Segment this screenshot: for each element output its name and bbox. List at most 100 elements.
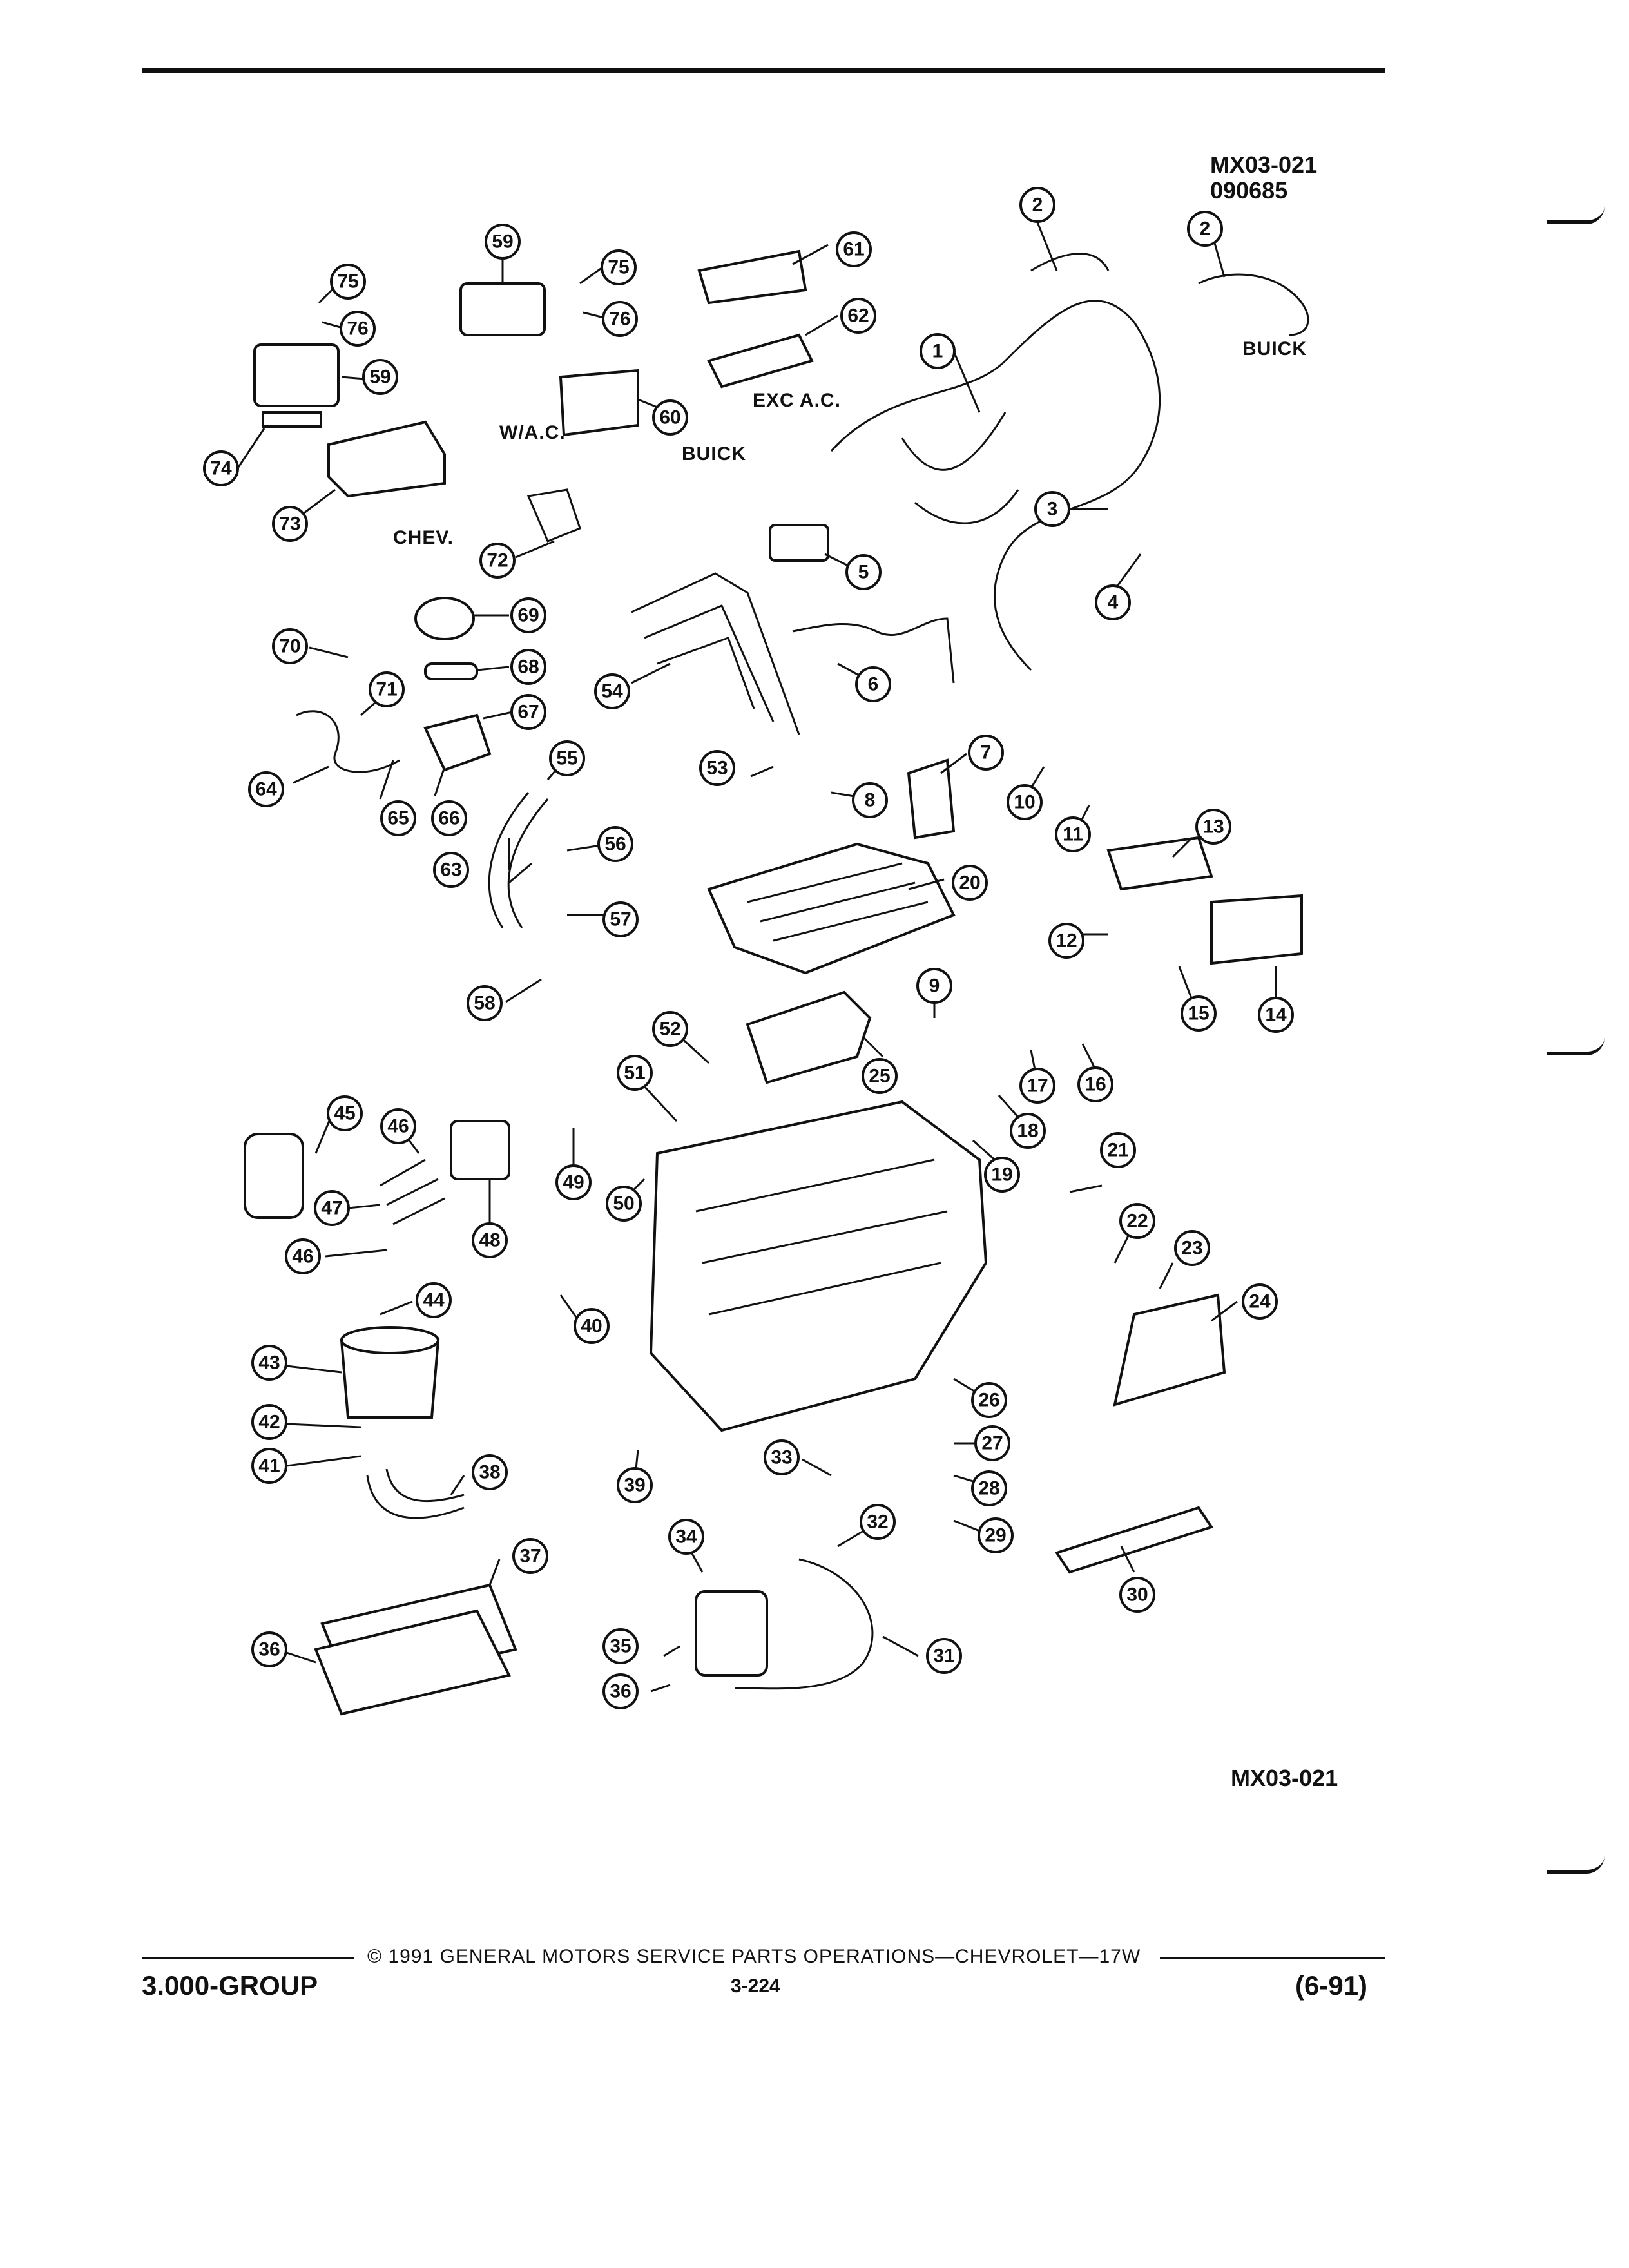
svg-text:33: 33	[771, 1447, 792, 1468]
callout-69: 69	[510, 597, 546, 633]
egr-valve-69	[414, 597, 475, 640]
svg-text:10: 10	[1014, 792, 1035, 813]
bracket-13	[1106, 836, 1213, 891]
binder-edge-mark	[1547, 206, 1605, 224]
svg-text:27: 27	[981, 1433, 1003, 1454]
svg-text:54: 54	[601, 681, 623, 702]
callout-54: 54	[594, 673, 630, 709]
svg-text:32: 32	[867, 1512, 888, 1533]
svg-text:12: 12	[1055, 930, 1077, 952]
callout-49: 49	[555, 1164, 592, 1200]
callout-7: 7	[968, 735, 1004, 771]
callout-18: 18	[1010, 1113, 1046, 1149]
hose-31	[734, 1558, 874, 1690]
svg-text:25: 25	[869, 1066, 890, 1087]
callout-65: 65	[380, 800, 416, 836]
vacuum-line-6	[792, 617, 955, 684]
svg-text:73: 73	[279, 514, 300, 535]
canister-34	[695, 1590, 768, 1677]
callout-15: 15	[1181, 995, 1217, 1032]
callout-42: 42	[251, 1404, 287, 1440]
callout-72: 72	[479, 543, 516, 579]
svg-text:2: 2	[1032, 195, 1043, 216]
callout-67: 67	[510, 694, 546, 730]
intake-manifold-20	[707, 842, 956, 975]
svg-text:18: 18	[1017, 1120, 1038, 1142]
svg-text:47: 47	[321, 1198, 342, 1219]
egr-adapter-66	[423, 713, 492, 772]
callout-53: 53	[699, 750, 735, 786]
svg-text:4: 4	[1108, 592, 1119, 613]
callout-numbers: 1 2 2 3 4 5 6 7 8 9 10 11 12 13 14 15 16…	[203, 187, 1294, 1709]
parts-artwork	[244, 249, 1309, 1716]
control-module-left	[253, 343, 340, 407]
plug-wire-assembly-54	[631, 572, 800, 735]
svg-text:31: 31	[933, 1646, 954, 1667]
svg-text:48: 48	[479, 1230, 500, 1251]
svg-text:64: 64	[255, 779, 277, 800]
binder-edge-mark	[1547, 1856, 1605, 1874]
svg-text:51: 51	[624, 1062, 645, 1084]
callout-73: 73	[272, 506, 308, 542]
callout-10: 10	[1007, 784, 1043, 820]
callout-29: 29	[978, 1517, 1014, 1553]
svg-text:45: 45	[334, 1103, 355, 1124]
callout-61: 61	[836, 231, 872, 267]
callout-74: 74	[203, 450, 239, 486]
wiring-harness-1	[830, 300, 1161, 671]
callout-14: 14	[1258, 997, 1294, 1033]
callout-44: 44	[416, 1282, 452, 1318]
shield-24	[1113, 1293, 1226, 1407]
callout-17: 17	[1019, 1068, 1055, 1104]
svg-text:60: 60	[659, 407, 680, 428]
svg-text:40: 40	[581, 1316, 602, 1337]
bracket-30	[1054, 1506, 1214, 1574]
tray-36	[314, 1609, 511, 1716]
callout-22: 22	[1119, 1203, 1155, 1239]
svg-text:23: 23	[1181, 1238, 1202, 1259]
callout-36: 36	[602, 1673, 639, 1709]
callout-59-top: 59	[485, 224, 521, 260]
binder-edge-mark	[1547, 1037, 1605, 1055]
callout-2-buick: 2	[1187, 211, 1223, 247]
svg-text:43: 43	[258, 1352, 280, 1374]
svg-text:58: 58	[474, 993, 495, 1014]
svg-text:75: 75	[608, 257, 629, 278]
svg-text:19: 19	[991, 1164, 1012, 1186]
callout-2: 2	[1019, 187, 1055, 223]
callout-1: 1	[920, 333, 956, 369]
callout-47: 47	[314, 1190, 350, 1226]
svg-text:6: 6	[868, 674, 879, 695]
callout-68: 68	[510, 649, 546, 685]
svg-text:11: 11	[1063, 824, 1083, 845]
engine-assembly	[649, 1100, 988, 1432]
svg-text:20: 20	[959, 872, 980, 894]
svg-text:70: 70	[279, 636, 300, 657]
callout-63: 63	[433, 852, 469, 888]
callout-28: 28	[971, 1470, 1007, 1506]
callout-55: 55	[549, 740, 585, 776]
callout-3: 3	[1034, 491, 1070, 527]
gasket-68	[424, 662, 478, 680]
svg-text:41: 41	[258, 1456, 280, 1477]
wiring-harness-branches	[901, 253, 1110, 524]
callout-41: 41	[251, 1448, 287, 1484]
duct-38	[366, 1468, 465, 1519]
svg-text:42: 42	[258, 1412, 280, 1433]
callout-75-top: 75	[601, 249, 637, 285]
callout-38: 38	[472, 1454, 508, 1490]
callout-43: 43	[251, 1345, 287, 1381]
svg-text:66: 66	[438, 808, 459, 829]
svg-text:46: 46	[292, 1246, 313, 1267]
svg-text:59: 59	[492, 231, 513, 253]
svg-text:13: 13	[1202, 816, 1224, 838]
callout-5: 5	[845, 554, 882, 590]
footer-rule-right	[1160, 1957, 1385, 1959]
callout-46: 46	[380, 1108, 416, 1144]
svg-text:17: 17	[1027, 1075, 1048, 1097]
footer-page-number: 3-224	[731, 1975, 780, 1997]
callout-11: 11	[1055, 816, 1091, 852]
wac-bracket	[559, 369, 639, 437]
svg-text:76: 76	[609, 309, 630, 330]
